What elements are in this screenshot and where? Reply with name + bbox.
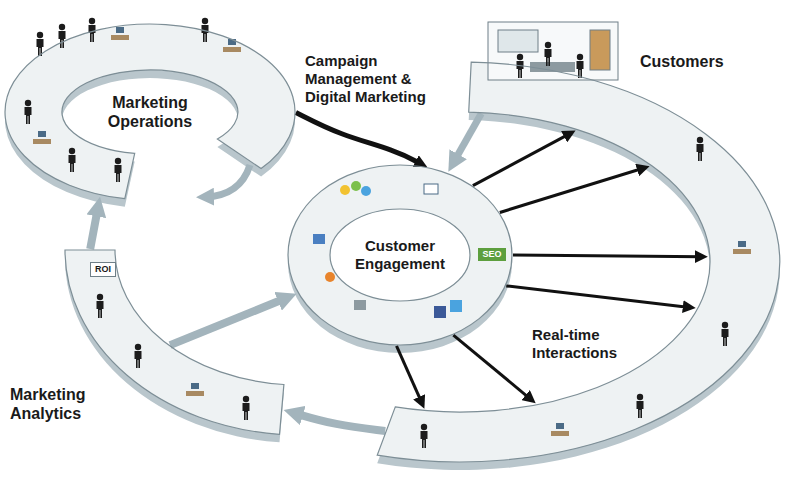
person [115, 158, 122, 182]
desk [223, 39, 241, 52]
roi-board: ROI [90, 262, 116, 277]
section-label-holder: Real-time Interactions [532, 326, 632, 362]
loop-arrow [205, 165, 250, 197]
node-title: Customers [640, 52, 750, 71]
desk [551, 423, 569, 436]
store-shelf [590, 30, 610, 70]
node-border [5, 24, 295, 199]
edge-label-holder: Campaign Management & Digital Marketing [305, 52, 450, 106]
feedback-arrow [293, 413, 385, 431]
flow-arrow [513, 255, 702, 257]
person [577, 54, 584, 78]
social-icon [450, 300, 462, 312]
person [243, 396, 250, 420]
flow-arrow [506, 286, 690, 308]
flow-arrow [296, 112, 422, 164]
flow-arrow [473, 133, 570, 185]
feedback-arrow [90, 206, 98, 249]
monitor-icon [424, 184, 438, 194]
server-icon [354, 300, 366, 310]
section-label: Real-time Interactions [532, 326, 632, 362]
analytics-band: Marketing Analytics [5, 240, 305, 445]
desk [186, 383, 204, 396]
person [59, 24, 66, 48]
seo-badge: SEO [478, 248, 506, 261]
balloon-icon [351, 181, 361, 191]
person [421, 424, 428, 448]
roi-board-holder: ROI [90, 262, 116, 277]
desk [33, 131, 51, 144]
node-border [288, 165, 512, 345]
desk [111, 27, 129, 40]
feedback-arrow [170, 298, 287, 346]
person [69, 148, 76, 172]
person [722, 322, 729, 346]
store-window [498, 30, 538, 52]
person [25, 100, 32, 124]
flow-arrow [396, 346, 421, 403]
desk [733, 241, 751, 254]
person [637, 394, 644, 418]
pie-icon [325, 272, 335, 282]
store-building [488, 22, 618, 80]
ring-top [288, 165, 512, 345]
operations-ring: Marketing Operations [5, 22, 295, 212]
balloon-icon [361, 186, 371, 196]
band-top [5, 24, 295, 199]
person [89, 18, 96, 42]
flow-arrow [453, 335, 531, 399]
node-title: Marketing Analytics [10, 385, 105, 423]
person [697, 137, 704, 161]
node-border [65, 250, 284, 434]
balloon-icon [340, 185, 350, 195]
person [135, 344, 142, 368]
seo-badge-holder: SEO [478, 248, 506, 261]
chart-icon [313, 234, 325, 244]
feedback-arrow [453, 113, 481, 163]
social-icon [434, 306, 446, 318]
node-title: Marketing Operations [90, 93, 210, 131]
flow-arrow [500, 168, 644, 213]
node-title: Customer Engagement [345, 237, 455, 273]
edge-label: Campaign Management & Digital Marketing [305, 52, 450, 106]
person [545, 42, 552, 66]
person [97, 294, 104, 318]
